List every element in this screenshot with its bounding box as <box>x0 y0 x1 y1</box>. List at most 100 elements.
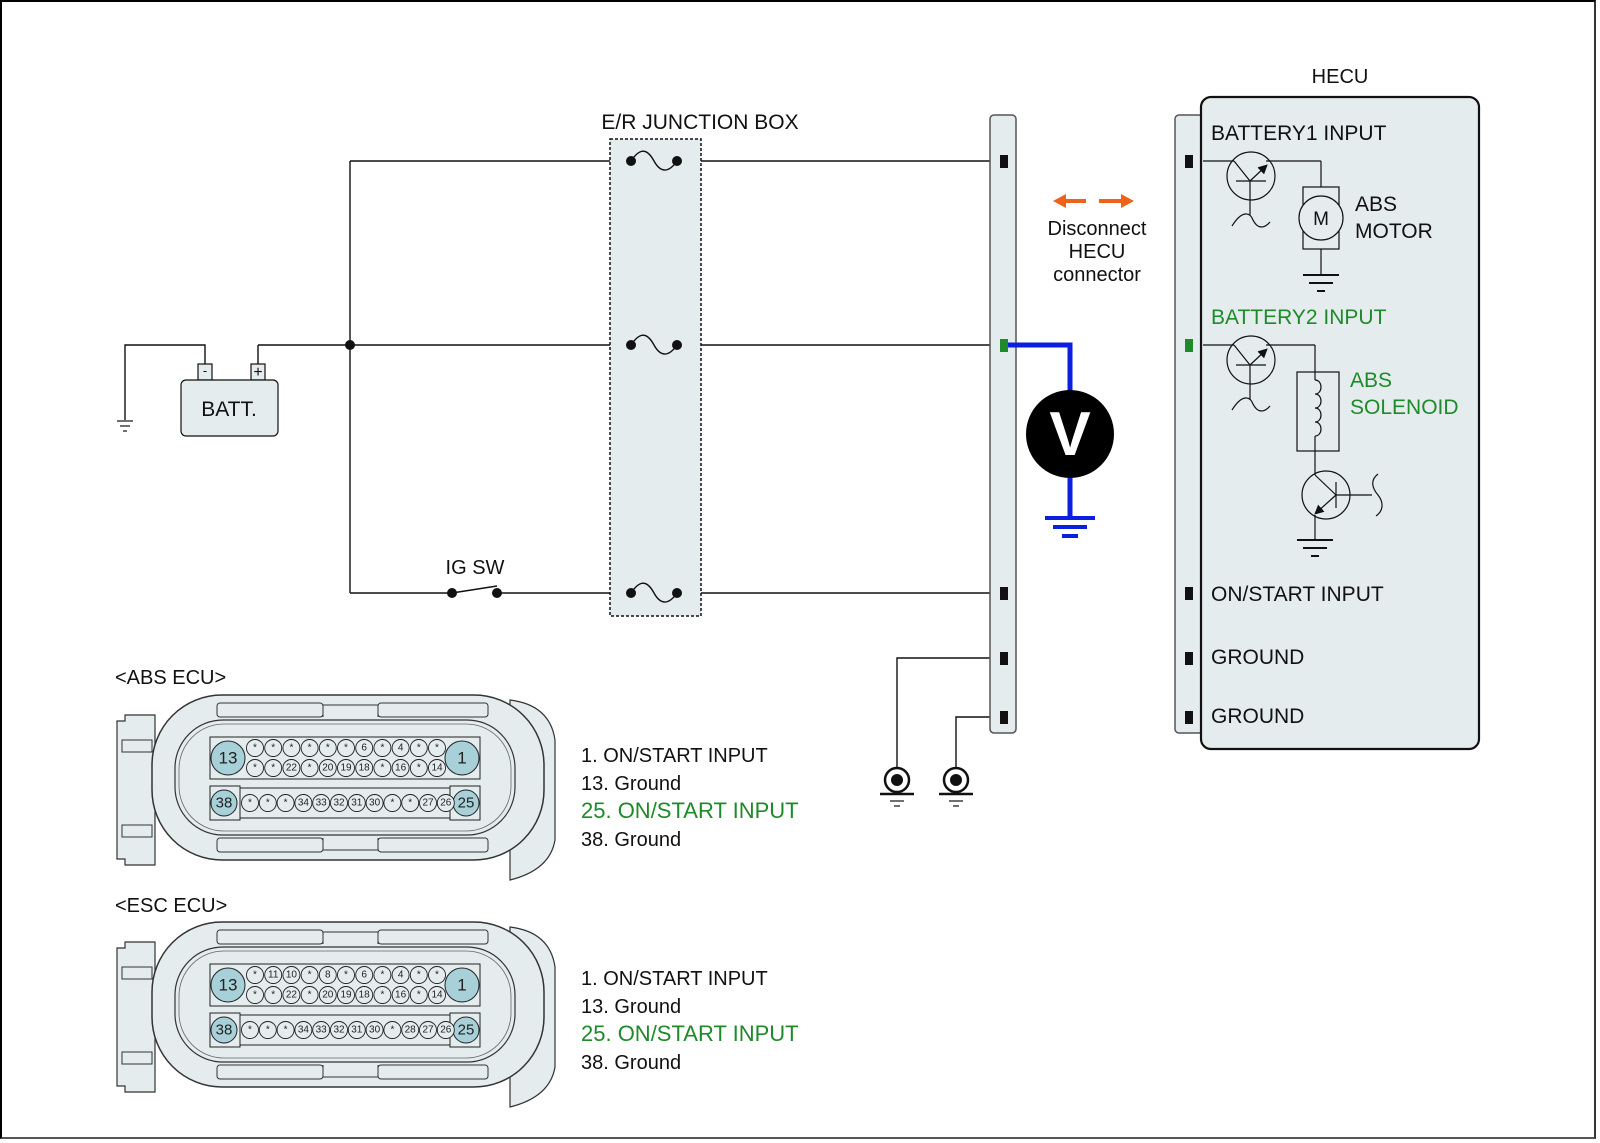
pin <box>282 739 301 757</box>
pin <box>391 966 410 984</box>
hecu-battery2-input: BATTERY2 INPUT <box>1211 306 1387 329</box>
transistor-icon <box>1203 335 1315 412</box>
pin <box>347 1021 366 1039</box>
legend-item: 25. ON/START INPUT <box>581 798 799 823</box>
pin-label: * <box>326 743 330 754</box>
disconnect-note-line1: Disconnect <box>1048 218 1147 240</box>
pin <box>330 1021 348 1039</box>
pin <box>337 739 355 757</box>
pin <box>436 1021 455 1039</box>
junction-box-label: E/R JUNCTION BOX <box>601 111 798 134</box>
fuse-icon <box>626 150 682 171</box>
pin <box>337 966 355 984</box>
pin-label: 20 <box>322 990 334 1001</box>
pin <box>246 966 264 984</box>
hecu-ground-1: GROUND <box>1211 646 1304 669</box>
pin-label: * <box>284 1025 288 1036</box>
pin <box>318 986 337 1004</box>
pin-label: 18 <box>359 990 371 1001</box>
battery-negative-terminal: - <box>203 363 207 378</box>
pin <box>436 794 455 812</box>
battery-positive-terminal: + <box>253 364 262 381</box>
harness-connector[interactable] <box>989 114 1017 734</box>
pin <box>419 794 437 812</box>
pin <box>300 759 319 777</box>
pin <box>246 759 264 777</box>
pin-label: * <box>435 970 439 981</box>
pin-label: 19 <box>340 763 352 774</box>
pin-label: * <box>271 743 275 754</box>
hecu-pin <box>1185 652 1193 665</box>
pin-38 <box>210 1016 238 1044</box>
pin-label: 8 <box>325 970 331 981</box>
body-ground-icon <box>880 766 914 807</box>
pin <box>258 1021 277 1039</box>
transistor-icon <box>1297 470 1383 557</box>
pin-label: 32 <box>333 1025 345 1036</box>
pin-label: 1 <box>457 749 466 768</box>
pin-label: 20 <box>322 763 334 774</box>
legend-item: 38. Ground <box>581 829 681 851</box>
pin <box>282 966 301 984</box>
pin <box>428 759 446 777</box>
pin <box>383 794 402 812</box>
hecu-pin <box>1185 155 1193 168</box>
pin <box>428 739 446 757</box>
motor-icon <box>1298 161 1344 292</box>
pin-label: * <box>344 743 348 754</box>
pin-label: * <box>253 763 257 774</box>
pin-label: 22 <box>286 763 298 774</box>
pin <box>355 739 374 757</box>
connector-pin <box>1000 711 1008 724</box>
pin-13 <box>210 740 246 776</box>
esc-ecu-title: <ESC ECU> <box>115 895 227 917</box>
legend-item: 1. ON/START INPUT <box>581 745 768 767</box>
abs-ecu-legend: 1. ON/START INPUT 13. Ground 25. ON/START … <box>581 745 799 851</box>
pin <box>246 986 264 1004</box>
battery-label: BATT. <box>201 398 257 421</box>
voltmeter-icon <box>1026 390 1114 478</box>
pin <box>264 986 283 1004</box>
pin-label: * <box>308 743 312 754</box>
pin-label: 33 <box>316 798 328 809</box>
disconnect-note-line3: connector <box>1053 264 1141 286</box>
pin <box>330 794 348 812</box>
pin-label: 27 <box>422 798 434 809</box>
legend-item: 13. Ground <box>581 996 681 1018</box>
pin-label: * <box>266 798 270 809</box>
pin <box>318 759 337 777</box>
connector-pin <box>1000 155 1008 168</box>
pin-label: * <box>380 763 384 774</box>
hecu-pin <box>1185 587 1193 600</box>
connector-pin-highlighted <box>1000 339 1008 352</box>
connector-pin <box>1000 587 1008 600</box>
pin <box>300 986 319 1004</box>
pin <box>300 739 319 757</box>
hecu-battery1-input: BATTERY1 INPUT <box>1211 122 1387 145</box>
hecu-pin <box>1185 711 1193 724</box>
pin-label: 30 <box>369 798 381 809</box>
pin-label: * <box>266 1025 270 1036</box>
disconnect-arrows-icon <box>1053 194 1134 208</box>
pin-38 <box>210 789 238 817</box>
pin <box>337 759 355 777</box>
voltmeter-label: V <box>1049 400 1090 469</box>
pin <box>264 966 283 984</box>
pin <box>318 966 337 984</box>
pin-label: 32 <box>333 798 345 809</box>
legend-item: 1. ON/START INPUT <box>581 968 768 990</box>
pin-label: * <box>253 970 257 981</box>
legend-item: 13. Ground <box>581 773 681 795</box>
pin-label: 13 <box>219 976 238 995</box>
pin-label: * <box>390 1025 394 1036</box>
pin <box>391 739 410 757</box>
pin <box>246 739 264 757</box>
hecu-on-start-input: ON/START INPUT <box>1211 583 1384 606</box>
hecu-connector[interactable] <box>1174 114 1204 734</box>
pin <box>337 986 355 1004</box>
pin-label: 25 <box>458 795 475 812</box>
pin <box>373 986 392 1004</box>
